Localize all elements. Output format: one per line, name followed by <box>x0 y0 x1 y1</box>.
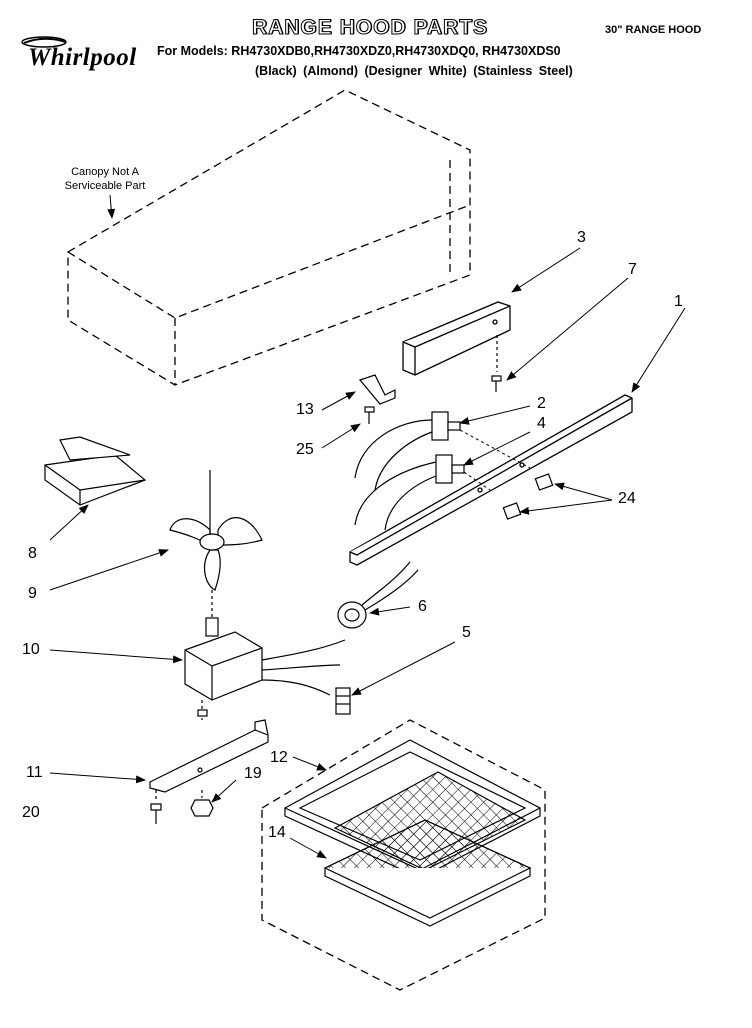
callout-2: 2 <box>537 395 546 412</box>
callout-25: 25 <box>296 441 314 458</box>
switch-4-guide <box>463 471 491 491</box>
leader-5 <box>351 641 456 696</box>
connector-part-5 <box>335 687 351 715</box>
bar-part-1 <box>349 394 633 566</box>
socket-part-6 <box>337 561 419 629</box>
callout-7: 7 <box>628 261 637 278</box>
canopy-note: Canopy Not A Serviceable Part <box>50 165 160 193</box>
callout-5: 5 <box>462 624 471 641</box>
callout-6: 6 <box>418 598 427 615</box>
callout-9: 9 <box>28 585 37 602</box>
leader-25 <box>321 423 361 449</box>
screw-part-7 <box>491 335 502 392</box>
fan-blade-part-9 <box>169 470 263 591</box>
leader-6 <box>369 606 411 616</box>
canopy-note-line-2: Serviceable Part <box>64 180 146 192</box>
callout-24: 24 <box>618 490 636 507</box>
model-list: For Models: RH4730XDB0,RH4730XDZ0,RH4730… <box>157 44 561 58</box>
callout-1: 1 <box>674 293 683 310</box>
leader-13 <box>321 391 356 411</box>
screw-part-25 <box>364 406 375 424</box>
canopy-leader <box>107 194 116 219</box>
page-title: RANGE HOOD PARTS <box>251 16 489 40</box>
leader-24b <box>519 499 613 515</box>
mount-bracket-part-11 <box>149 700 269 793</box>
bracket-part-3 <box>402 301 511 376</box>
charcoal-filter-part-14 <box>323 819 532 927</box>
brand-name: Whirlpool <box>28 44 137 71</box>
callout-13: 13 <box>296 401 314 418</box>
screw-part-20 <box>150 790 162 824</box>
switch-2-guide <box>459 429 531 469</box>
leader-7 <box>506 277 629 381</box>
leader-19 <box>211 779 237 803</box>
callout-8: 8 <box>28 545 37 562</box>
leader-14 <box>289 837 327 859</box>
leader-2 <box>459 405 531 425</box>
knob-parts-24 <box>502 473 554 520</box>
color-list: (Black) (Almond) (Designer White) (Stain… <box>255 64 573 78</box>
switch-part-4 <box>354 454 465 531</box>
leader-4 <box>463 431 531 466</box>
leader-1 <box>631 307 686 393</box>
canopy-outline <box>67 89 471 386</box>
lens-part-8 <box>44 436 147 506</box>
callout-20: 20 <box>22 804 40 821</box>
callout-4: 4 <box>537 415 546 432</box>
callout-19: 19 <box>244 765 262 782</box>
leader-12 <box>292 756 327 771</box>
logo-swoosh-icon <box>21 36 67 48</box>
callout-3: 3 <box>577 229 586 246</box>
callout-11: 11 <box>26 764 43 781</box>
clip-part-13 <box>358 374 396 405</box>
leader-24a <box>554 482 613 501</box>
callout-10: 10 <box>22 641 40 658</box>
leader-8 <box>49 504 89 541</box>
switch-part-2 <box>354 411 461 491</box>
callout-12: 12 <box>270 749 288 766</box>
motor-part-10 <box>184 590 346 701</box>
callout-14: 14 <box>268 824 286 841</box>
filter-group-outline <box>261 719 546 991</box>
leader-3 <box>511 247 581 293</box>
whirlpool-logo: Whirlpool <box>14 34 146 84</box>
leader-11 <box>49 772 146 784</box>
product-subtitle: 30" RANGE HOOD <box>605 24 702 36</box>
leader-10 <box>49 649 183 664</box>
nut-part-19 <box>190 790 214 817</box>
canopy-note-line-1: Canopy Not A <box>71 166 139 178</box>
leader-9 <box>49 549 169 591</box>
